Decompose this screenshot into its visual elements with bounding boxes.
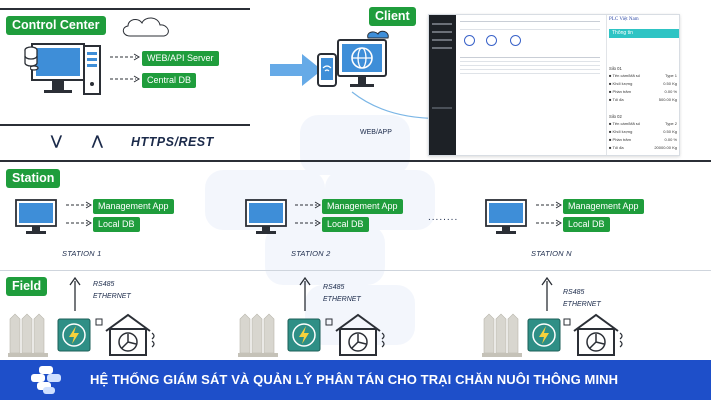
station-ellipsis: ........ bbox=[428, 212, 459, 223]
monitor-icon bbox=[245, 199, 287, 234]
stationn-management-app: Management App bbox=[563, 199, 644, 214]
dashboard-main bbox=[456, 15, 606, 155]
stationn-label: STATION N bbox=[531, 249, 572, 258]
dashed-arrow bbox=[110, 75, 140, 83]
dashboard-right-panel bbox=[606, 15, 679, 155]
brand-logo-icon bbox=[31, 366, 61, 394]
dashed-arrow bbox=[536, 201, 562, 209]
field-equipment-group-1 bbox=[8, 313, 155, 357]
station2-label: STATION 2 bbox=[291, 249, 331, 258]
monitor-icon bbox=[485, 199, 527, 234]
field-equipment-group-2 bbox=[238, 313, 385, 357]
station1-management-app: Management App bbox=[93, 199, 174, 214]
separator-line bbox=[0, 8, 250, 10]
database-icon bbox=[24, 46, 38, 67]
server-computer-icon bbox=[30, 43, 101, 95]
arrow-up-icon bbox=[541, 277, 553, 311]
dashed-arrow bbox=[66, 219, 92, 227]
dashed-arrow bbox=[295, 219, 321, 227]
stationn-local-db: Local DB bbox=[563, 217, 610, 232]
station1-label: STATION 1 bbox=[62, 249, 102, 258]
silo-icon bbox=[9, 313, 45, 354]
arrow-up-icon bbox=[299, 277, 311, 311]
silo1-heading: Silo 01 bbox=[609, 66, 622, 71]
dashed-arrow bbox=[536, 219, 562, 227]
dashboard-tab-info: Thông tin bbox=[609, 29, 679, 38]
dashboard-sidebar bbox=[429, 15, 456, 155]
central-db-chip: Central DB bbox=[142, 73, 197, 88]
separator-line bbox=[0, 124, 250, 126]
section-client: Client bbox=[369, 7, 416, 26]
station1-local-db: Local DB bbox=[93, 217, 140, 232]
dashed-arrow bbox=[110, 53, 140, 61]
station2-management-app: Management App bbox=[322, 199, 403, 214]
dashboard-title: PLC Việt Nam bbox=[609, 17, 639, 22]
station2-local-db: Local DB bbox=[322, 217, 369, 232]
silo2-heading: Silo 02 bbox=[609, 114, 622, 119]
web-api-server-chip: WEB/API Server bbox=[142, 51, 219, 66]
section-station: Station bbox=[6, 169, 61, 188]
dashed-arrow bbox=[295, 201, 321, 209]
chevron-down-icon: ⋁ bbox=[51, 133, 62, 148]
arrow-right-icon bbox=[270, 54, 322, 86]
footer-title: HỆ THỐNG GIÁM SÁT VÀ QUẢN LÝ PHÂN TÁN CH… bbox=[90, 372, 619, 387]
field-equipment-group-n bbox=[482, 313, 623, 357]
section-field: Field bbox=[6, 277, 48, 296]
footer-banner: HỆ THỐNG GIÁM SÁT VÀ QUẢN LÝ PHÂN TÁN CH… bbox=[0, 360, 711, 400]
cloud-icon bbox=[122, 17, 169, 37]
monitor-icon bbox=[15, 199, 57, 234]
dashed-arrow bbox=[66, 201, 92, 209]
dashboard-screenshot: PLC Việt Nam Thông tin Silo 01 ■ Tên cám… bbox=[428, 14, 680, 156]
protocol-label: HTTPS/REST bbox=[131, 135, 214, 149]
arrow-up-icon bbox=[69, 277, 81, 311]
separator-line bbox=[0, 160, 711, 162]
section-control-center: Control Center bbox=[6, 16, 106, 35]
web-app-label: WEB/APP bbox=[360, 129, 392, 136]
client-devices-icon bbox=[317, 30, 389, 87]
chevron-up-icon: ⋀ bbox=[92, 133, 103, 148]
separator-line bbox=[0, 270, 711, 271]
